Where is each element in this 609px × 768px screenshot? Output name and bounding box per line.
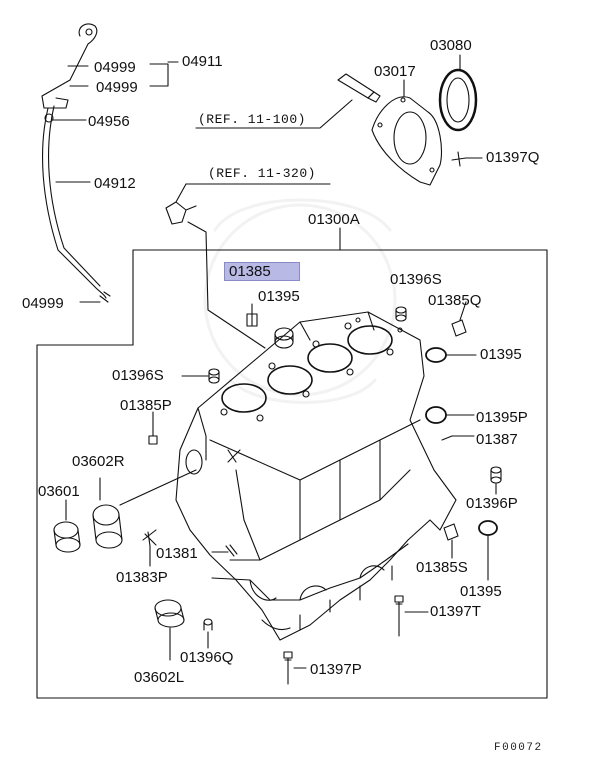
pin-01396S-left: [181, 368, 220, 384]
part-01383P-label[interactable]: 01383P: [116, 569, 168, 586]
part-01385P-label[interactable]: 01385P: [120, 397, 172, 414]
part-01385Q-label[interactable]: 01385Q: [428, 292, 482, 309]
plug-03601: [53, 499, 81, 553]
watermark-logo: [203, 198, 397, 404]
part-04912-label[interactable]: 04912: [94, 175, 136, 192]
part-03601-label[interactable]: 03601: [38, 483, 80, 500]
part-01381-label[interactable]: 01381: [156, 545, 198, 562]
part-01397Q-label[interactable]: 01397Q: [486, 149, 540, 166]
plug-01385S: [443, 523, 459, 559]
plug-03602L: [154, 599, 185, 661]
part-04999-label[interactable]: 04999: [22, 295, 64, 312]
cylinder-block: [175, 311, 457, 641]
part-04911-label[interactable]: 04911: [182, 53, 223, 70]
part-03602L-label[interactable]: 03602L: [134, 669, 185, 686]
part-01396S-label[interactable]: 01396S: [390, 271, 442, 288]
dipstick-assembly: [41, 23, 111, 303]
plug-01385-highlighted: [246, 303, 258, 327]
pin-01396S-top: [395, 306, 407, 322]
oil-seal-03080: [438, 54, 478, 132]
seal-01395-lower: [478, 520, 498, 581]
pin-01396Q: [203, 618, 213, 649]
part-01395-label[interactable]: 01395: [460, 583, 502, 600]
part-04999-label[interactable]: 04999: [96, 79, 138, 96]
bolt-01383P: [142, 529, 157, 567]
part-03602R-label[interactable]: 03602R: [72, 453, 125, 470]
part-01397P-label[interactable]: 01397P: [310, 661, 362, 678]
bolt-01397P: [283, 651, 307, 685]
part-01396Q-label[interactable]: 01396Q: [180, 649, 234, 666]
ref-11-320-label[interactable]: (REF. 11-320): [208, 166, 316, 181]
figure-code: F00072: [494, 742, 543, 754]
plug-01385P: [148, 411, 158, 445]
seal-01395P: [425, 406, 475, 424]
plug-03602R: [92, 469, 197, 549]
sensor: [165, 183, 197, 225]
part-01387-label[interactable]: 01387: [476, 431, 518, 448]
part-01395-label[interactable]: 01395: [258, 288, 300, 305]
part-04999-label[interactable]: 04999: [94, 59, 136, 76]
seal-01395-right: [425, 347, 477, 363]
part-01396P-label[interactable]: 01396P: [466, 495, 518, 512]
pin-01381: [211, 544, 238, 557]
bolt-01397T: [394, 595, 429, 637]
part-01385S-label[interactable]: 01385S: [416, 559, 468, 576]
part-01397T-label[interactable]: 01397T: [430, 603, 481, 620]
oil-seal-case-03017: [371, 79, 443, 186]
pin-01396P: [490, 466, 502, 495]
part-01395P-label[interactable]: 01395P: [476, 409, 528, 426]
part-03017-label[interactable]: 03017: [374, 63, 416, 80]
leader-sensor-block: [187, 221, 266, 349]
pin-01387: [441, 435, 475, 441]
ref-11-100-line: [195, 99, 353, 129]
leader-04911: [67, 61, 179, 87]
bearing-01395-top: [274, 327, 294, 349]
ref-11-100-label[interactable]: (REF. 11-100): [198, 112, 306, 127]
part-01300A-label[interactable]: 01300A: [308, 211, 360, 228]
gasket-tube: [337, 73, 381, 103]
assembly-frame: [36, 227, 548, 699]
bolt-01397Q: [451, 151, 483, 167]
part-01396S-label[interactable]: 01396S: [112, 367, 164, 384]
part-03080-label[interactable]: 03080: [430, 37, 472, 54]
part-01395-label[interactable]: 01395: [480, 346, 522, 363]
part-01385-label-highlighted[interactable]: 01385: [224, 262, 300, 281]
plug-01385Q: [451, 301, 467, 337]
part-04956-label[interactable]: 04956: [88, 113, 130, 130]
